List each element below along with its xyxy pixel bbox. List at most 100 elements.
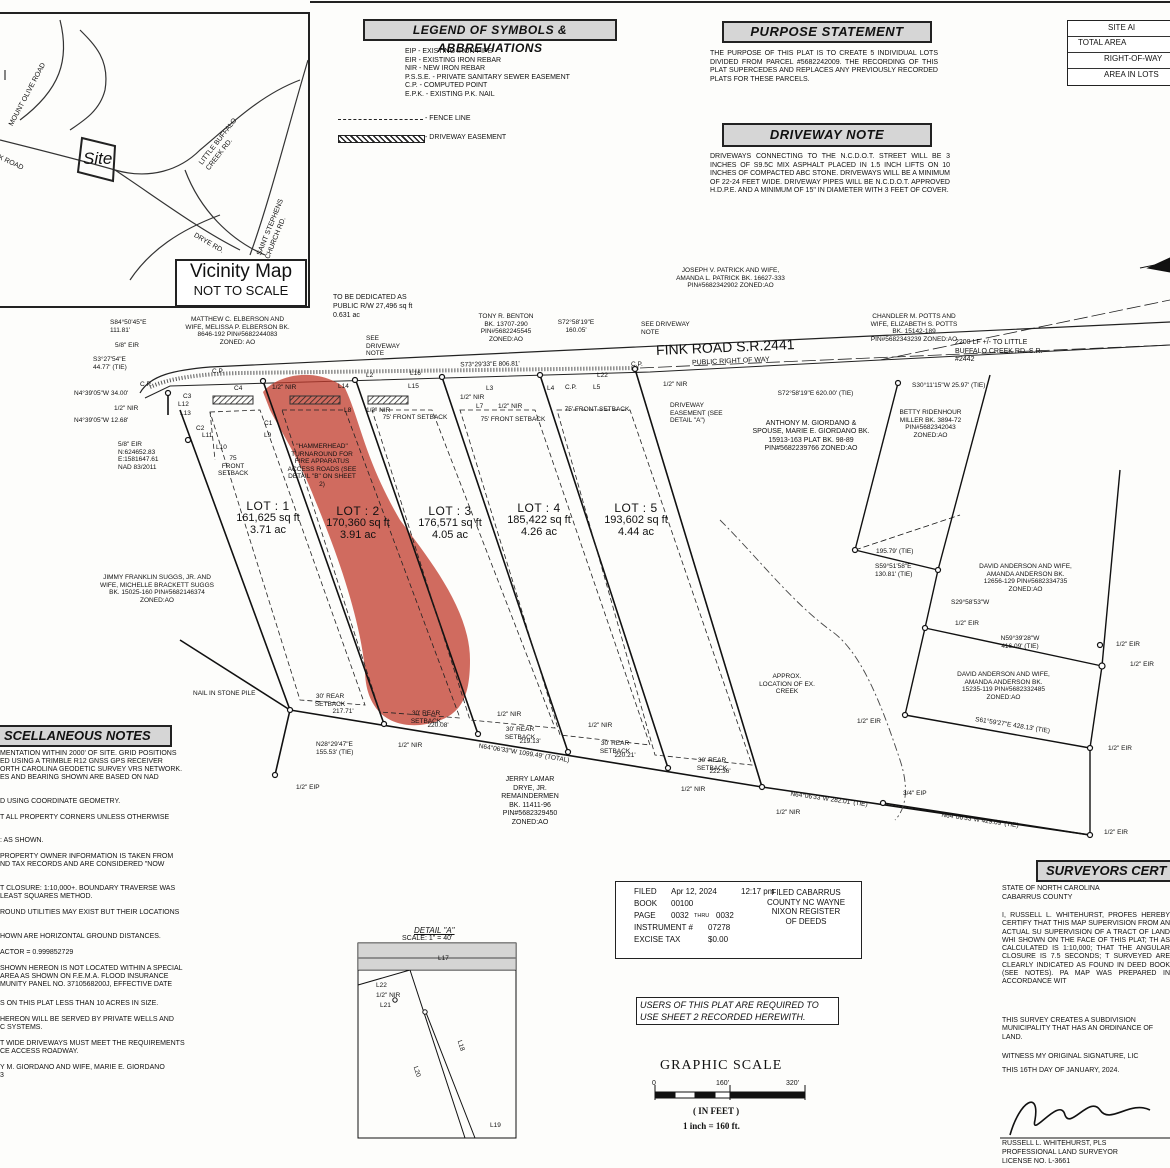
scale-tick: 0 <box>652 1080 656 1087</box>
lot-boundaries <box>167 368 1091 836</box>
misc-note-line: 3 <box>0 1071 4 1079</box>
line-label: L5 <box>593 384 601 391</box>
lot-sqft: 193,602 sq ft <box>604 514 668 526</box>
instrument-value: 07278 <box>708 923 731 932</box>
vicinity-title-box: Vicinity Map NOT TO SCALE <box>175 259 307 307</box>
misc-note-line <box>0 901 220 909</box>
misc-note-line: HOWN ARE HORIZONTAL GROUND DISTANCES. <box>0 932 161 940</box>
vicinity-road-label: LITTLE BUFFALO CREEK RD. <box>198 117 239 172</box>
misc-note-line: LEAST SQUARES METHOD. <box>0 893 93 901</box>
page-value: 0032 <box>671 911 689 920</box>
hammerhead-note: "HAMMERHEAD" TURNAROUND FOR FIRE APPARAT… <box>287 443 357 488</box>
detail-a-label: L22 <box>376 982 387 989</box>
setbacks <box>209 409 753 766</box>
line-label: L11 <box>202 432 213 439</box>
owner-drye: JERRY LAMAR DRYE, JR. REMAINDERMEN BK. 1… <box>501 776 559 826</box>
lot-acres: 3.71 ac <box>249 524 287 536</box>
monument-label: C.P. <box>565 384 577 391</box>
detail-a-label: L17 <box>438 955 449 962</box>
driveway-note-text: DRIVEWAYS CONNECTING TO THE N.C.D.O.T. S… <box>710 153 950 194</box>
vicinity-site-outline <box>76 136 117 183</box>
line-label: L7 <box>476 403 484 410</box>
vicinity-site-label: Site <box>83 149 113 168</box>
site-area-title: SITE AI <box>1108 23 1136 32</box>
setback-label: 75' FRONT SETBACK <box>382 414 448 421</box>
misc-note-line: : AS SHOWN. <box>0 837 44 845</box>
rear-distance: 217.71' <box>332 708 354 715</box>
surveyor-cert-title: SURVEYORS CERT <box>1036 860 1170 882</box>
nail-label: NAIL IN STONE PILE <box>193 690 256 697</box>
line-label: L22 <box>597 372 608 379</box>
misc-note-line: MUNITY PANEL NO. 3710568200J, EFFECTIVE … <box>0 980 173 988</box>
driveway-easement-symbol <box>338 135 425 143</box>
misc-note-line: ES AND BEARING SHOWN ARE BASED ON NAD <box>0 773 159 781</box>
lot-label: LOT : 1 161,625 sq ft 3.71 ac <box>228 500 308 536</box>
misc-note-line <box>0 1056 220 1064</box>
monument-label: 1/2" NIR <box>497 711 522 718</box>
purpose-title: PURPOSE STATEMENT <box>722 21 932 43</box>
dedicated-row: TO BE DEDICATED AS PUBLIC R/W 27,496 sq … <box>333 294 413 319</box>
book-label: BOOK <box>634 899 658 908</box>
monument-label: 1/2" NIR <box>498 403 523 410</box>
misc-note-line: ORTH CAROLINA GEODETIC SURVEY VRS NETWOR… <box>0 765 183 773</box>
north-arrow <box>1139 257 1170 273</box>
legend-item: P.S.S.E. - PRIVATE SANITARY SEWER EASEME… <box>405 73 570 81</box>
owner-giordano: ANTHONY M. GIORDANO & SPOUSE, MARIE E. G… <box>752 420 870 452</box>
misc-note-line: D USING COORDINATE GEOMETRY. <box>0 797 121 805</box>
misc-notes-body: MENTATION WITHIN 2000' OF SITE. GRID POS… <box>0 750 220 1145</box>
line-label: L3 <box>486 385 494 392</box>
monument-label: 1/2" EIR <box>1116 641 1140 648</box>
setback-label: 30' REAR SETBACK <box>410 710 442 725</box>
vicinity-map: MOUNT OLIVE ROAD LITTLE BUFFALO CREEK RD… <box>0 12 310 308</box>
purpose-text: THE PURPOSE OF THIS PLAT IS TO CREATE 5 … <box>710 50 938 83</box>
monument-label: 3/4" EIP <box>903 790 927 797</box>
misc-notes-title: SCELLANEOUS NOTES <box>0 725 172 747</box>
excise-value: $0.00 <box>708 935 729 944</box>
monuments <box>164 365 1106 839</box>
misc-note-line <box>0 845 220 853</box>
site-area-table: SITE AI TOTAL AREA RIGHT-OF-WAY AREA IN … <box>1067 20 1170 86</box>
owner-anderson-1: DAVID ANDERSON AND WIFE, AMANDA ANDERSON… <box>979 563 1072 593</box>
line-label: L4 <box>547 385 555 392</box>
page-thru: THRU <box>694 913 710 919</box>
misc-note-line: SHOWN HEREON IS NOT LOCATED WITHIN A SPE… <box>0 964 183 972</box>
legend-item: NIR - NEW IRON REBAR <box>405 65 486 72</box>
legend-item: EIR - EXISTING IRON REBAR <box>405 56 502 64</box>
driveway-easement-note: DRIVEWAY EASEMENT (SEE DETAIL "A") <box>670 402 723 424</box>
bearing-label: S3°27'54"E 44.77' (TIE) <box>93 356 127 371</box>
scale-tick: 320' <box>786 1080 800 1087</box>
misc-note-line <box>0 821 220 837</box>
lot-label: LOT : 5 193,602 sq ft 4.44 ac <box>593 502 679 538</box>
rear-distance: 219.13' <box>519 738 541 745</box>
lot-acres: 3.91 ac <box>339 529 377 541</box>
scale-inch: 1 inch = 160 ft. <box>683 1121 740 1131</box>
red-highlight <box>263 374 470 726</box>
rear-distance: 220.21' <box>614 752 636 759</box>
misc-note-line: HEREON WILL BE SERVED BY PRIVATE WELLS A… <box>0 1016 174 1024</box>
misc-note-line <box>0 988 220 1000</box>
legend-list: EIP - EXISTING IRON PIPE EIR - EXISTING … <box>405 48 625 99</box>
instrument-label: INSTRUMENT # <box>634 923 693 932</box>
detail-a-title: DETAIL "A" <box>414 926 455 935</box>
vicinity-title: Vicinity Map <box>189 261 293 282</box>
owner-suggs: JIMMY FRANKLIN SUGGS, JR. AND WIFE, MICH… <box>99 574 214 604</box>
excise-label: EXCISE TAX <box>634 935 681 944</box>
bearing-label: S72°58'19"E 160.05' <box>557 319 595 334</box>
misc-note-line: ROUND UTILITIES MAY EXIST BUT THEIR LOCA… <box>0 908 180 916</box>
legend-fence: - FENCE LINE <box>425 115 471 122</box>
lot-label: LOT : 4 185,422 sq ft 4.26 ac <box>497 502 581 538</box>
monument-label: 1/2" NIR <box>776 809 801 816</box>
misc-note-line: T WIDE DRIVEWAYS MUST MEET THE REQUIREME… <box>0 1040 185 1048</box>
bearing-label: S29°58'53"W <box>951 599 990 606</box>
monument-label: 1/2" EIR <box>857 718 881 725</box>
monument-label: 1/2" NIR <box>663 381 688 388</box>
misc-note-line <box>0 869 220 885</box>
monument-label: C.P. <box>140 381 152 388</box>
surveyor-license: LICENSE NO. L-3661 <box>1002 1158 1071 1165</box>
lot-acres: 4.05 ac <box>431 529 469 541</box>
surveyor-body: I, RUSSELL L. WHITEHURST, PROFES HEREBY … <box>1002 912 1170 986</box>
line-label: L14 <box>338 383 349 390</box>
setback-label: 30' REAR SETBACK <box>504 726 536 741</box>
lot-acres: 4.44 ac <box>617 526 655 538</box>
